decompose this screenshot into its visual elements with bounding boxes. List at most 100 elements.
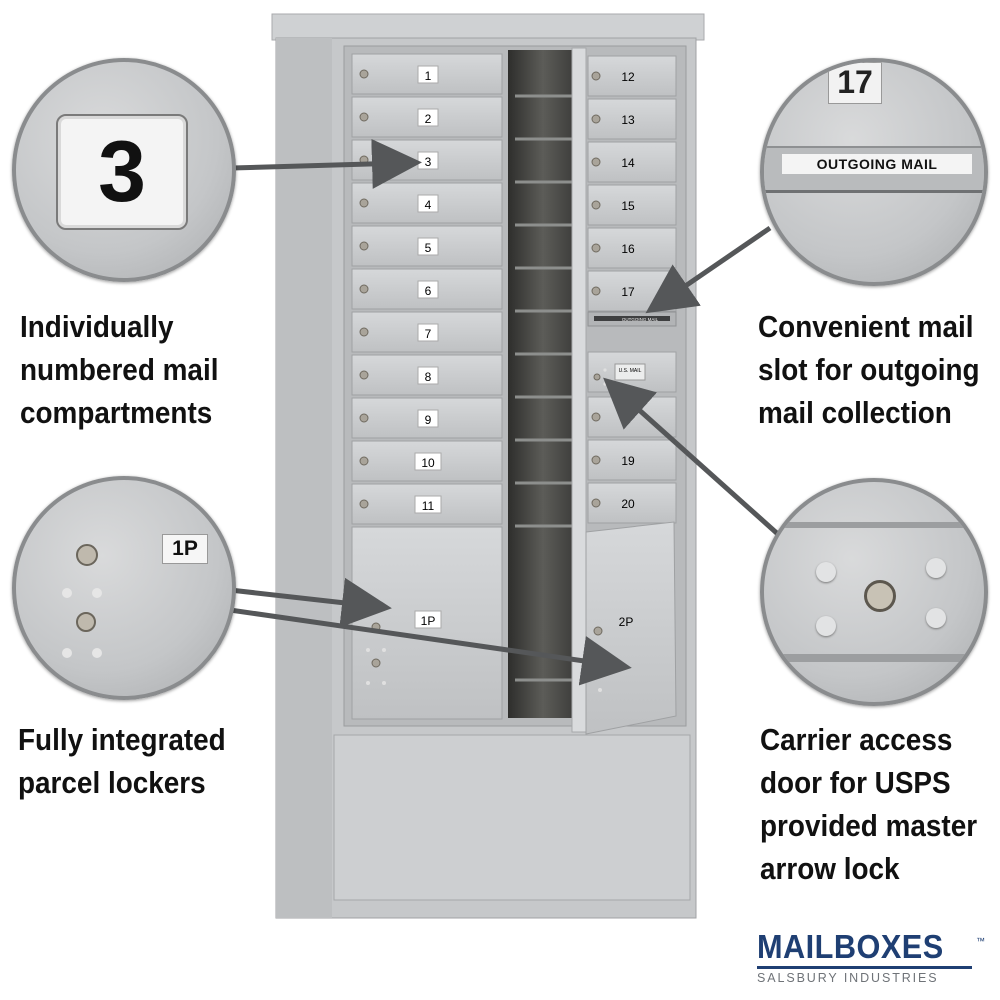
parcel-tag: 1P	[162, 534, 208, 564]
lock-icon	[76, 544, 98, 566]
rivet-icon	[92, 648, 102, 658]
parcel-door-1p[interactable]: 1P	[351, 526, 503, 720]
carrier-panel-edge	[764, 522, 984, 528]
master-lock-icon	[864, 580, 896, 612]
door-8[interactable]: 8	[351, 354, 503, 396]
parcel-door-2p[interactable]: 2P	[585, 521, 677, 735]
door-number-5: 5	[425, 241, 432, 255]
callout-line: Fully integrated	[18, 722, 226, 757]
rivet-icon	[62, 588, 72, 598]
door-17-tag: 17	[828, 62, 882, 104]
brand-logo: MAILBOXES SALSBURY INDUSTRIES	[757, 930, 975, 985]
door-number-3: 3	[425, 155, 432, 169]
door-12[interactable]: 12	[587, 55, 677, 97]
door-number-9: 9	[425, 413, 432, 427]
door-number-19: 19	[621, 454, 635, 468]
door-17-tag-value: 17	[837, 64, 873, 100]
callout-line: Carrier access	[760, 722, 953, 757]
door-number-2: 2	[425, 112, 432, 126]
door-3[interactable]: 3	[351, 139, 503, 181]
number-tag-value: 3	[98, 124, 146, 220]
door-number-20: 20	[621, 497, 635, 511]
callout-line: compartments	[20, 395, 213, 430]
usps-plate-label: U.S. MAIL	[619, 368, 642, 374]
door-19[interactable]: 19	[587, 439, 677, 481]
rivet-icon	[62, 648, 72, 658]
carrier-access-door[interactable]: U.S. MAIL	[587, 351, 677, 393]
interior-shelves	[515, 94, 574, 682]
outgoing-mail-slot[interactable]: OUTGOING MAIL	[587, 311, 677, 327]
door-1[interactable]: 1	[351, 53, 503, 95]
door-number-1: 1	[425, 69, 432, 83]
parcel-label-1p: 1P	[421, 614, 436, 628]
callout-line: provided master	[760, 808, 978, 843]
number-tag: 3	[56, 114, 188, 230]
door-number-15: 15	[621, 199, 635, 213]
parcel-label-2p: 2P	[619, 615, 634, 629]
door-11[interactable]: 11	[351, 483, 503, 525]
rivet-icon	[816, 562, 836, 582]
door-number-10: 10	[421, 456, 435, 470]
callout-outgoing-slot: Convenient mail slot for outgoing mail c…	[758, 305, 980, 434]
parcel-tag-value: 1P	[172, 537, 198, 560]
door-20[interactable]: 20	[587, 482, 677, 524]
cabinet-side-shade	[276, 38, 332, 918]
door-14[interactable]: 14	[587, 141, 677, 183]
brand-tagline: SALSBURY INDUSTRIES	[757, 971, 939, 985]
door-7[interactable]: 7	[351, 311, 503, 353]
zoom-circle-outgoing-mail: 17 OUTGOING MAIL	[760, 58, 988, 286]
zoom-circle-number-tag: 3	[12, 58, 236, 282]
callout-line: door for USPS	[760, 765, 951, 800]
callout-line: Convenient mail	[758, 309, 974, 344]
callout-arrows	[229, 138, 782, 686]
callout-line: numbered mail	[20, 352, 219, 387]
callout-numbered-compartments: Individually numbered mail compartments	[20, 305, 218, 434]
callout-carrier-access: Carrier access door for USPS provided ma…	[760, 718, 977, 890]
outgoing-mail-strip: OUTGOING MAIL	[764, 146, 984, 193]
outgoing-mail-label: OUTGOING MAIL	[782, 154, 972, 174]
callout-line: slot for outgoing	[758, 352, 980, 387]
door-number-7: 7	[425, 327, 432, 341]
master-door-edge	[571, 47, 587, 733]
callout-line: arrow lock	[760, 851, 900, 886]
brand-divider	[757, 966, 972, 969]
arrow-to-parcel-2p	[229, 607, 632, 686]
door-6[interactable]: 6	[351, 268, 503, 310]
callout-line: mail collection	[758, 395, 952, 430]
arrow-to-door-3	[231, 138, 422, 189]
rivet-icon	[926, 608, 946, 628]
door-number-11: 11	[422, 499, 435, 513]
rivet-icon	[926, 558, 946, 578]
pedestal-panel	[333, 734, 691, 901]
door-17[interactable]: 17	[587, 270, 677, 312]
door-10[interactable]: 10	[351, 440, 503, 482]
door-13[interactable]: 13	[587, 98, 677, 140]
trademark-symbol: ™	[976, 936, 985, 946]
arrow-to-carrier-door	[603, 377, 782, 538]
door-9[interactable]: 9	[351, 397, 503, 439]
arrow-to-parcel-1p	[229, 577, 392, 628]
door-number-13: 13	[621, 113, 635, 127]
cabinet-top	[271, 13, 705, 41]
door-number-14: 14	[621, 156, 635, 170]
door-5[interactable]: 5	[351, 225, 503, 267]
door-number-17: 17	[621, 285, 635, 299]
left-door-column: 1 2 3 4 5 6 7 8 9 10 11 1P	[351, 53, 503, 720]
door-2[interactable]: 2	[351, 96, 503, 138]
zoom-circle-carrier-lock	[760, 478, 988, 706]
zoom-circle-parcel-locker: 1P	[12, 476, 236, 700]
open-interior	[508, 50, 578, 718]
door-number-6: 6	[425, 284, 432, 298]
door-number-12: 12	[621, 70, 635, 84]
door-16[interactable]: 16	[587, 227, 677, 269]
door-15[interactable]: 15	[587, 184, 677, 226]
door-4[interactable]: 4	[351, 182, 503, 224]
callout-parcel-lockers: Fully integrated parcel lockers	[18, 718, 226, 804]
callout-line: parcel lockers	[18, 765, 206, 800]
carrier-panel-edge-bottom	[764, 654, 984, 662]
arrow-to-outgoing-slot	[645, 225, 772, 314]
rivet-icon	[816, 616, 836, 636]
callout-line: Individually	[20, 309, 174, 344]
door-number-8: 8	[425, 370, 432, 384]
